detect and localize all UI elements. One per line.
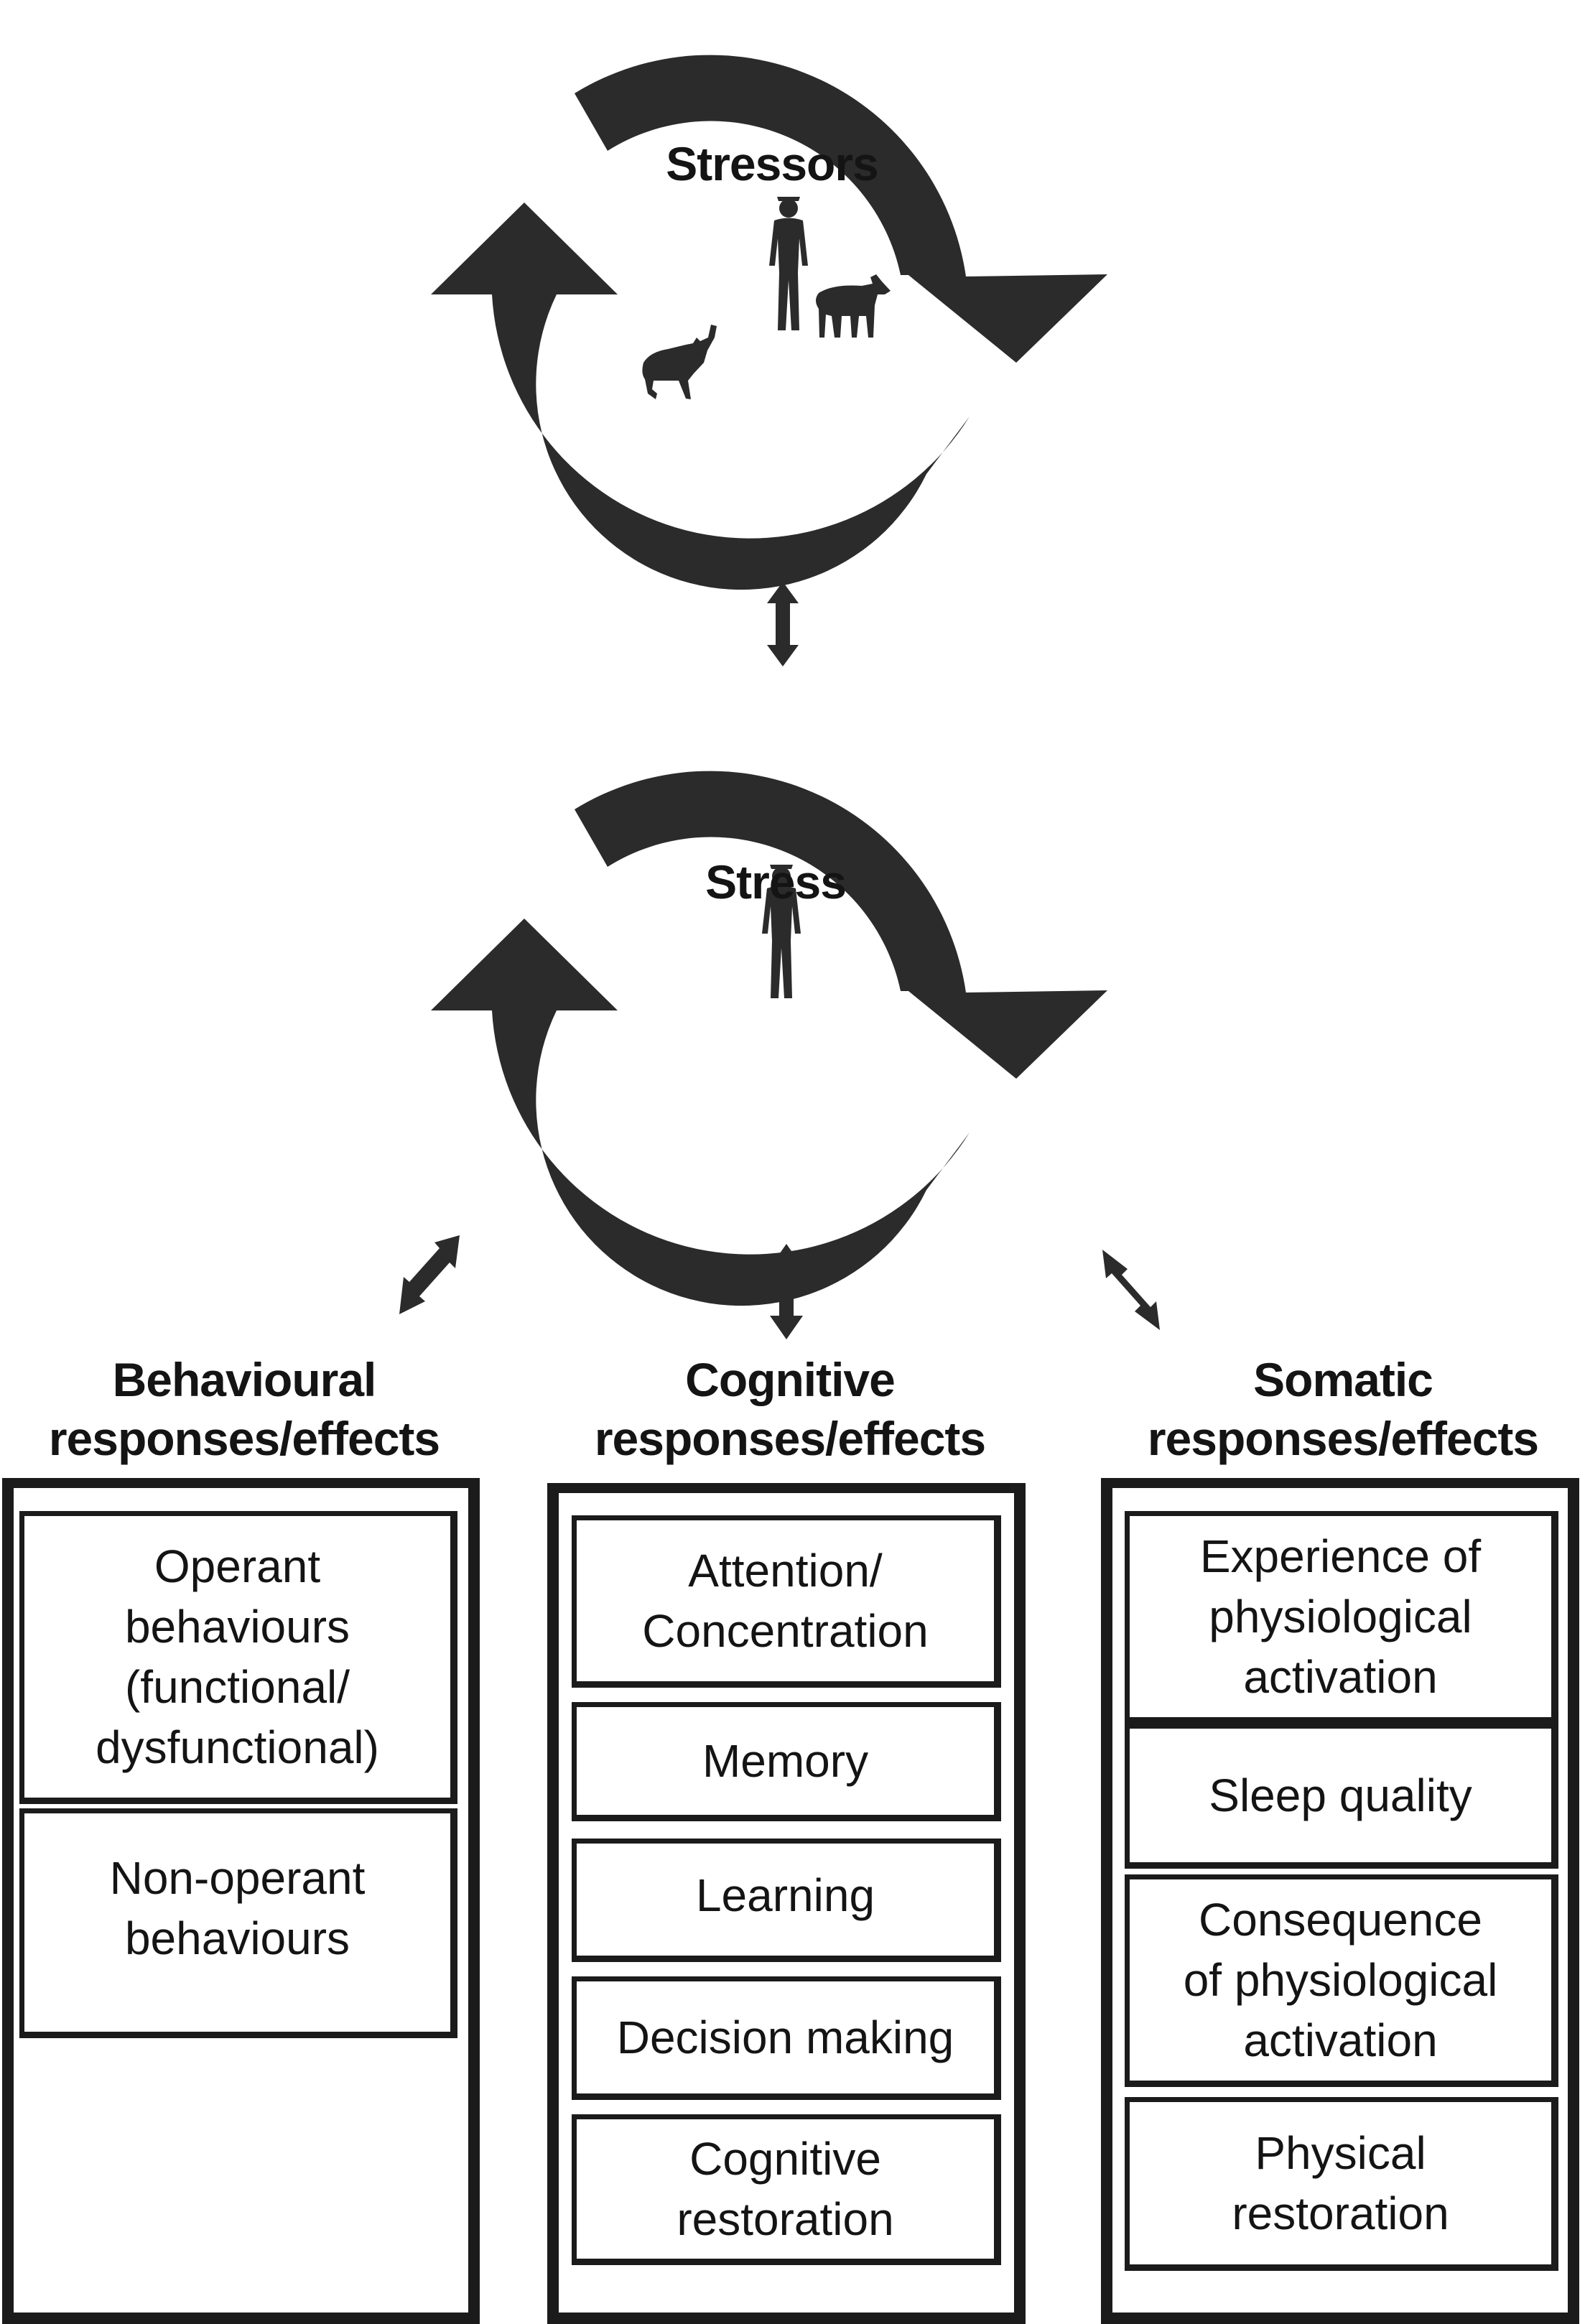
cognitive-item-memory: Memory [572, 1702, 1001, 1821]
stress-title: Stress [705, 855, 847, 908]
stress-cycle [431, 771, 1107, 1306]
cognitive-item-attention: Attention/Concentration [572, 1515, 1001, 1688]
double-arrow-right-diagonal [1102, 1250, 1160, 1330]
cognitive-item-learning: Learning [572, 1839, 1001, 1962]
somatic-item-sleep-quality: Sleep quality [1125, 1724, 1558, 1869]
somatic-panel [1101, 1478, 1579, 2324]
wolf-icon [642, 325, 717, 399]
cognitive-item-decision-making: Decision making [572, 1976, 1001, 2100]
goat-icon [816, 274, 891, 338]
stressors-title: Stressors [666, 137, 879, 190]
person-icon [769, 197, 808, 330]
behavioural-panel [2, 1478, 480, 2324]
double-arrow-vertical-top [767, 582, 799, 666]
double-arrow-left-diagonal [399, 1235, 460, 1314]
stressors-cycle [431, 55, 1107, 590]
cognitive-panel [547, 1483, 1026, 2324]
double-arrow-center-vertical [770, 1244, 803, 1339]
